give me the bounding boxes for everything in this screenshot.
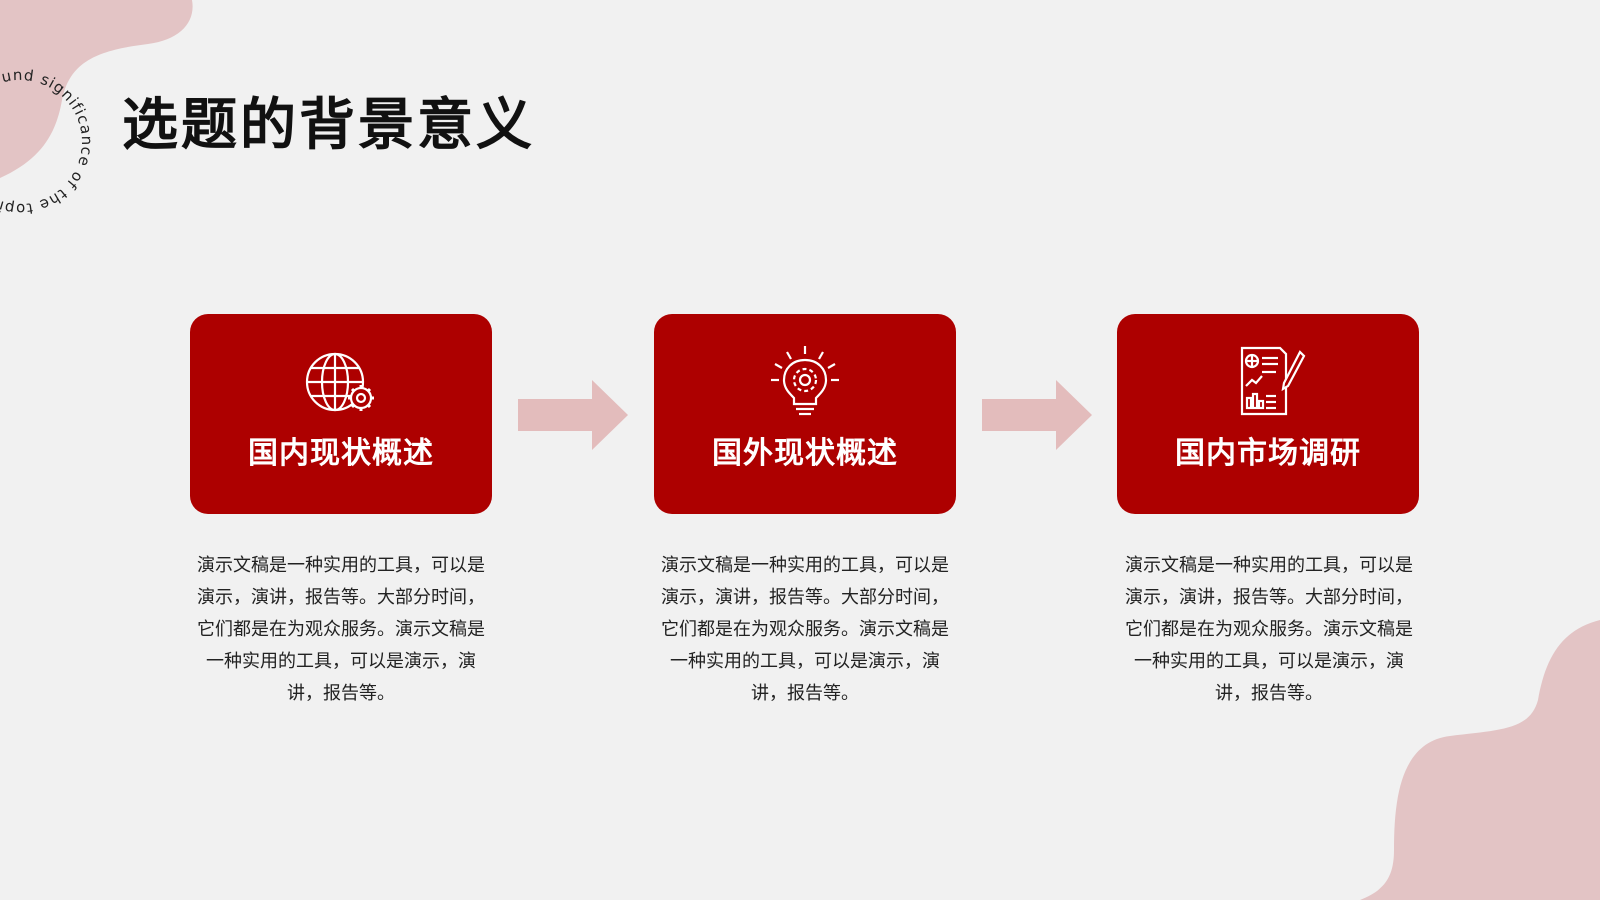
report-pen-icon: [1240, 346, 1306, 416]
card-title: 国内现状概述: [248, 436, 434, 471]
decorative-blob-bottom-right: [1360, 620, 1600, 900]
globe-gear-icon: [305, 352, 374, 412]
page-title: 选题的背景意义: [122, 93, 535, 158]
card-foreign-status: 国外现状概述: [654, 314, 956, 514]
card-domestic-status: 国内现状概述: [190, 314, 492, 514]
circular-subtitle-text: Background significance of the topic Bac…: [0, 62, 96, 218]
card-description: 演示文稿是一种实用的工具，可以是演示，演讲，报告等。大部分时间，它们都是在为观众…: [661, 555, 949, 704]
svg-text:Background significance of the: Background significance of the topic Bac…: [0, 62, 96, 218]
card-title: 国外现状概述: [712, 436, 898, 471]
card-description: 演示文稿是一种实用的工具，可以是演示，演讲，报告等。大部分时间，它们都是在为观众…: [197, 555, 485, 704]
card-market-research: 国内市场调研: [1117, 314, 1419, 514]
arrow-right-icon: [518, 380, 628, 450]
card-description: 演示文稿是一种实用的工具，可以是演示，演讲，报告等。大部分时间，它们都是在为观众…: [1125, 555, 1413, 704]
decorative-blob-top-left: [0, 0, 193, 178]
card-title: 国内市场调研: [1175, 436, 1361, 471]
circular-text-path: Background significance of the topic Bac…: [0, 62, 95, 218]
arrow-right-icon: [982, 380, 1092, 450]
lightbulb-gear-icon: [771, 346, 839, 416]
